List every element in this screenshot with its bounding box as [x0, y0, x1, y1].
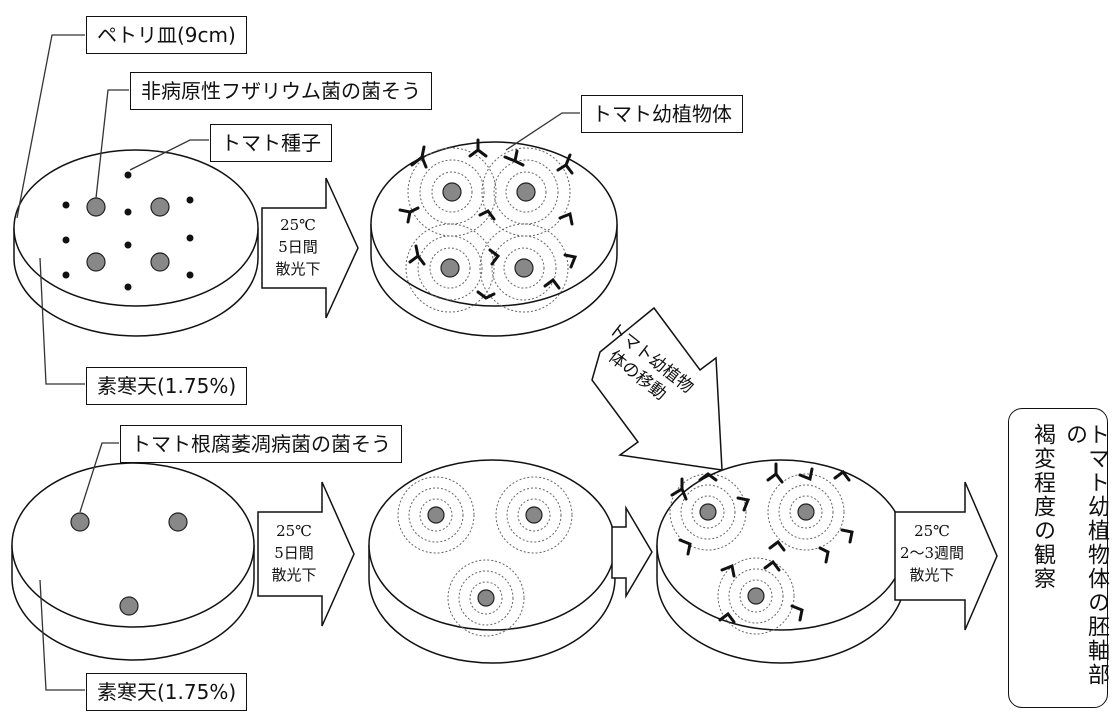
condition-final-duration: 2～3週間 — [899, 544, 965, 562]
label-pathogen-colony: トマト根腐萎凋病菌の菌そう — [120, 425, 402, 463]
condition-top-temp: 25℃ — [280, 216, 316, 234]
condition-final-temp: 25℃ — [914, 522, 950, 540]
condition-top: 25℃ 5日間 散光下 — [270, 214, 326, 280]
observation-line-2: 褐変程度の観察 — [1030, 423, 1055, 591]
label-tomato-seed: トマト種子 — [210, 124, 332, 162]
arrow-top — [261, 177, 359, 319]
condition-final-light: 散光下 — [909, 566, 955, 584]
colony-rings-bottom-right — [669, 473, 845, 635]
leader-lines — [16, 34, 580, 691]
condition-bottom-light: 散光下 — [271, 566, 317, 584]
arrow-bottom-2 — [611, 505, 653, 599]
colony-rings-bottom-middle — [397, 476, 573, 637]
seedlings-top — [398, 138, 578, 300]
label-tomato-seedling: トマト幼植物体 — [581, 95, 743, 133]
observation-line-1: トマト幼植物体の胚軸部の — [1062, 423, 1109, 687]
colony-centers-bottom-middle — [427, 506, 543, 607]
condition-bottom-temp: 25℃ — [276, 522, 312, 540]
petri-dish-top-right — [370, 141, 618, 337]
arrow-final — [894, 481, 998, 631]
colony-rings-top — [405, 147, 571, 313]
arrow-bottom-1 — [257, 481, 355, 627]
condition-top-duration: 5日間 — [278, 238, 318, 256]
colony-centers-top — [440, 182, 536, 278]
pathogen-colonies-left — [70, 512, 188, 616]
label-nonpathogenic-colony: 非病原性フザリウム菌の菌そう — [130, 72, 432, 110]
petri-dish-bottom-right — [656, 459, 906, 664]
petri-dish-bottom-left — [11, 462, 255, 661]
seed-dots — [62, 171, 194, 291]
observation-box: トマト幼植物体の胚軸部の 褐変程度の観察 — [1008, 408, 1109, 708]
label-agar-bottom: 素寒天(1.75%) — [86, 673, 248, 711]
condition-bottom: 25℃ 5日間 散光下 — [264, 520, 324, 586]
petri-dish-bottom-middle — [368, 459, 616, 664]
colony-centers-bottom-right — [699, 503, 815, 605]
label-petri-dish: ペトリ皿(9cm) — [86, 16, 247, 54]
condition-top-light: 散光下 — [275, 260, 321, 278]
label-agar-top: 素寒天(1.75%) — [86, 367, 248, 405]
condition-bottom-duration: 5日間 — [274, 544, 314, 562]
nonpathogenic-colonies — [86, 197, 170, 272]
condition-final: 25℃ 2～3週間 散光下 — [897, 520, 967, 586]
petri-dish-top-left — [13, 149, 259, 337]
seedlings-bottom — [670, 462, 854, 624]
